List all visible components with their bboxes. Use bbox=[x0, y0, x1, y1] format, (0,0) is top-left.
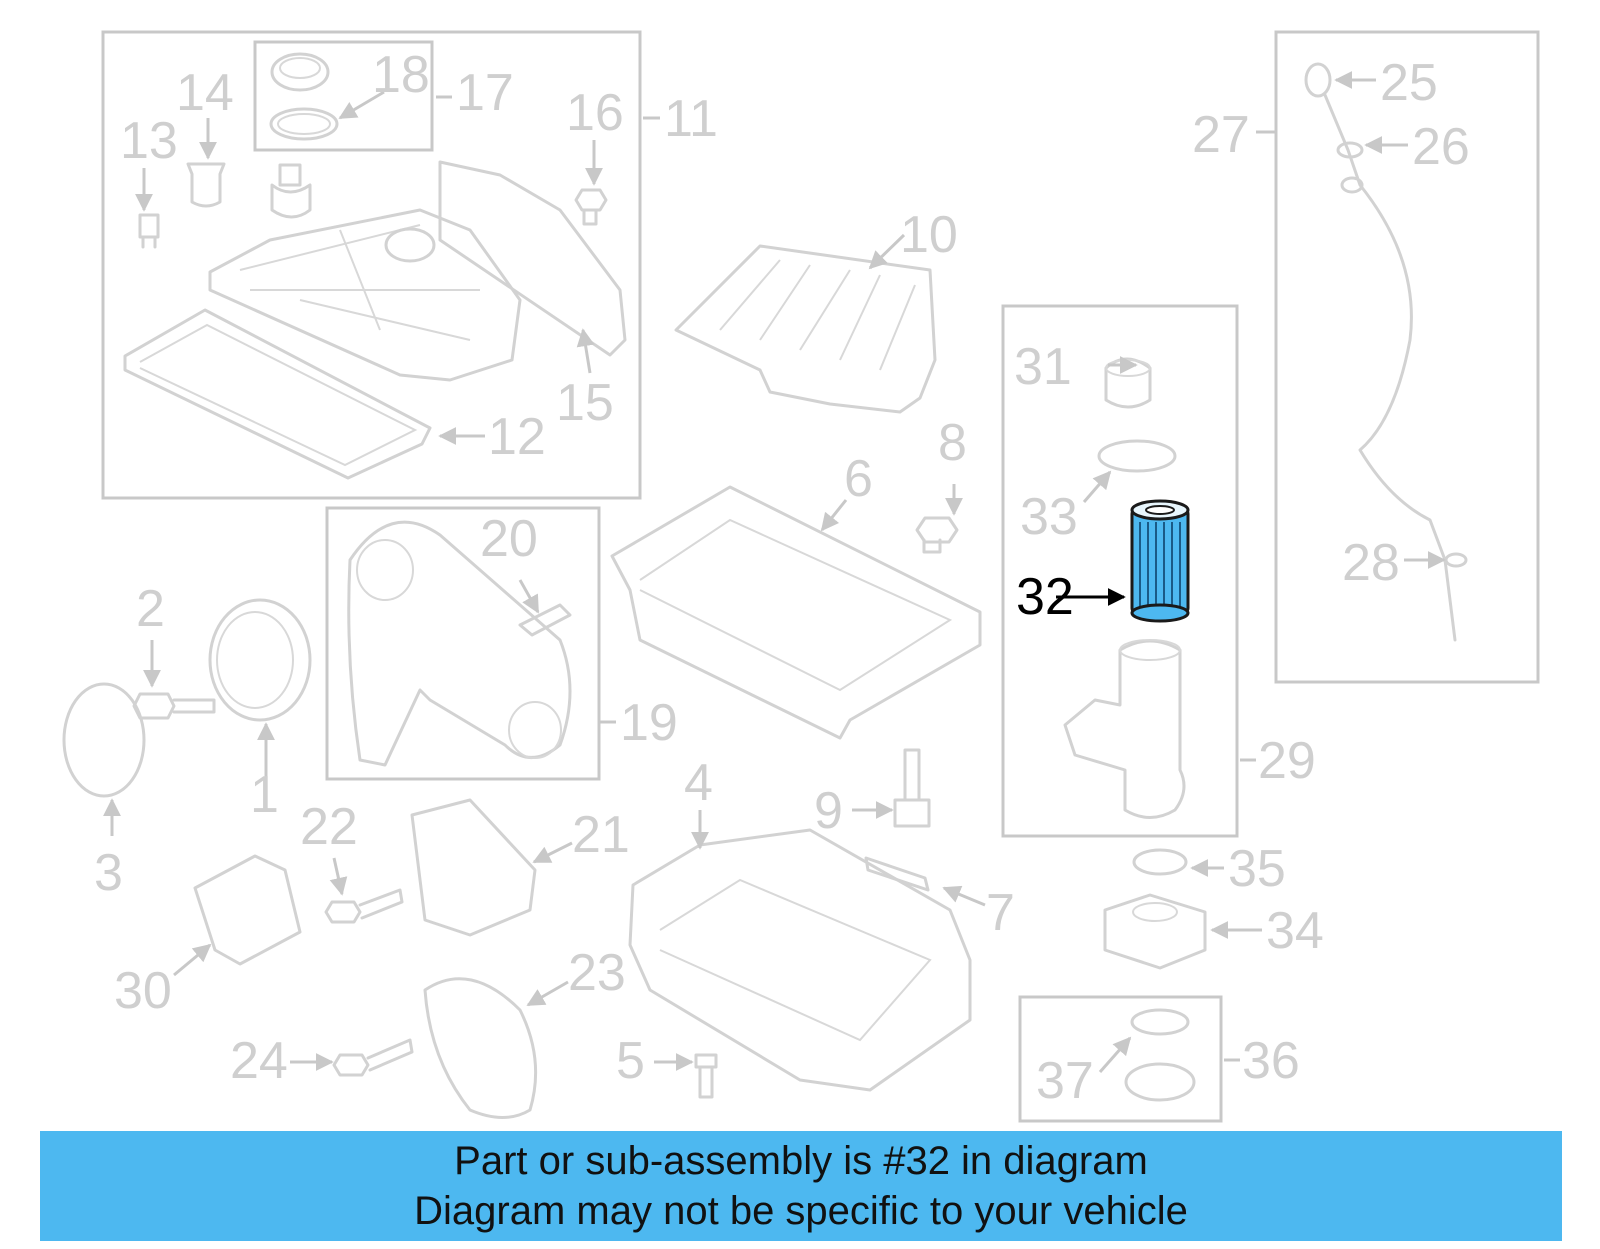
part-9-sensor bbox=[893, 748, 931, 828]
label-10: 10 bbox=[900, 206, 958, 264]
label-13: 13 bbox=[120, 112, 178, 170]
label-7: 7 bbox=[986, 884, 1015, 942]
part-34-cooler bbox=[1103, 893, 1207, 970]
group-box-36 bbox=[1018, 995, 1223, 1123]
part-24-bolt bbox=[332, 1038, 414, 1077]
info-banner: Part or sub-assembly is #32 in diagram D… bbox=[40, 1131, 1562, 1241]
label-2: 2 bbox=[136, 580, 165, 638]
part-1-2-3-pulley bbox=[62, 598, 312, 798]
label-19: 19 bbox=[620, 694, 678, 752]
label-24: 24 bbox=[230, 1032, 288, 1090]
label-37: 37 bbox=[1036, 1052, 1094, 1110]
part-35-seal bbox=[1132, 848, 1188, 876]
part-15-cover bbox=[438, 160, 627, 357]
banner-line-2: Diagram may not be specific to your vehi… bbox=[414, 1189, 1188, 1233]
part-20-bracket bbox=[518, 603, 572, 637]
label-4: 4 bbox=[684, 754, 713, 812]
label-28: 28 bbox=[1342, 534, 1400, 592]
label-18: 18 bbox=[372, 46, 430, 104]
label-20: 20 bbox=[480, 510, 538, 568]
part-18-cap bbox=[269, 52, 339, 141]
label-30: 30 bbox=[114, 962, 172, 1020]
label-27: 27 bbox=[1192, 106, 1250, 164]
label-33: 33 bbox=[1020, 488, 1078, 546]
label-3: 3 bbox=[94, 844, 123, 902]
leader-lines bbox=[103, 71, 1446, 1073]
label-32: 32 bbox=[1016, 568, 1074, 626]
part-33-seal bbox=[1097, 439, 1177, 473]
label-14: 14 bbox=[176, 64, 234, 122]
part-30-plate bbox=[193, 854, 302, 966]
group-box-19 bbox=[325, 506, 601, 781]
label-25: 25 bbox=[1380, 54, 1438, 112]
part-12-gasket bbox=[123, 308, 432, 480]
part-4-lower-pan bbox=[628, 828, 972, 1092]
part-5-plug bbox=[694, 1053, 718, 1099]
label-34: 34 bbox=[1266, 902, 1324, 960]
label-36: 36 bbox=[1242, 1032, 1300, 1090]
label-1: 1 bbox=[250, 766, 279, 824]
group-box-27 bbox=[1274, 30, 1540, 684]
label-11: 11 bbox=[664, 90, 718, 148]
part-21-cover bbox=[410, 798, 537, 937]
group-box-29 bbox=[1001, 304, 1239, 838]
label-6: 6 bbox=[844, 450, 873, 508]
label-26: 26 bbox=[1412, 118, 1470, 176]
part-37-seal bbox=[1130, 1008, 1190, 1036]
part-27-dipstick bbox=[1304, 62, 1468, 642]
banner-line-1: Part or sub-assembly is #32 in diagram bbox=[454, 1139, 1148, 1183]
part-29-housing bbox=[1063, 639, 1186, 819]
group-box-17 bbox=[253, 40, 434, 152]
label-12: 12 bbox=[488, 408, 546, 466]
part-10-manifold bbox=[674, 244, 937, 414]
part-22-bolt bbox=[324, 888, 404, 924]
part-7-strainer bbox=[864, 856, 930, 892]
label-21: 21 bbox=[572, 806, 630, 864]
label-17: 17 bbox=[456, 64, 514, 122]
group-box-11 bbox=[101, 30, 642, 500]
label-16: 16 bbox=[566, 84, 624, 142]
label-29: 29 bbox=[1258, 732, 1316, 790]
label-5: 5 bbox=[616, 1032, 645, 1090]
label-23: 23 bbox=[568, 944, 626, 1002]
part-11-valve-cover bbox=[208, 163, 522, 382]
label-22: 22 bbox=[300, 798, 358, 856]
part-8-bolt bbox=[915, 516, 959, 554]
part-23-shield bbox=[423, 977, 538, 1119]
label-15: 15 bbox=[556, 374, 614, 432]
label-9: 9 bbox=[814, 782, 843, 840]
part-32-oil-filter bbox=[1130, 499, 1190, 623]
label-31: 31 bbox=[1014, 338, 1072, 396]
part-36-plug bbox=[1124, 1062, 1196, 1102]
part-13-14-16 bbox=[138, 162, 608, 249]
label-35: 35 bbox=[1228, 840, 1286, 898]
part-6-oil-pan bbox=[610, 485, 982, 740]
label-8: 8 bbox=[938, 414, 967, 472]
